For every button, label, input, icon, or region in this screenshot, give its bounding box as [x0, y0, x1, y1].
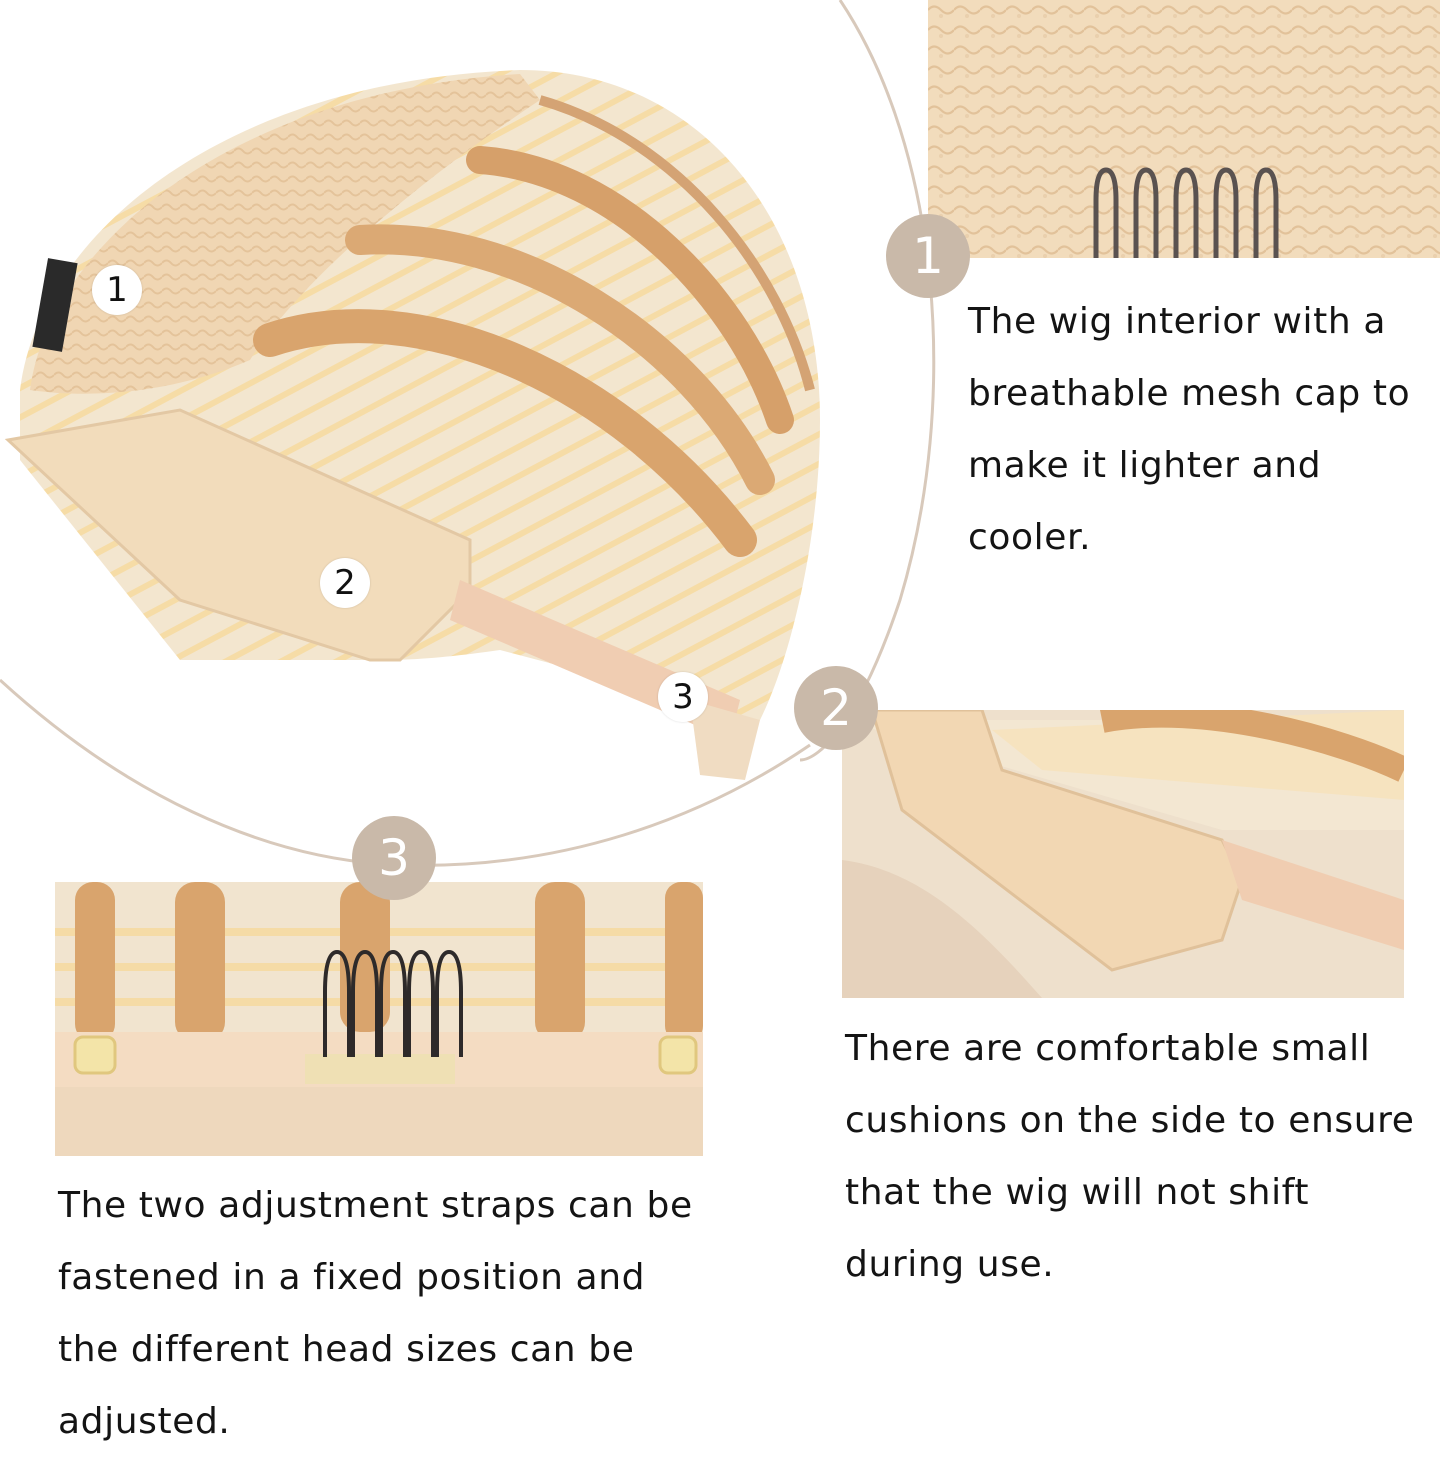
feature-2-photo	[842, 710, 1404, 998]
feature-3-badge: 3	[352, 816, 436, 900]
marker-1: 1	[92, 265, 142, 315]
feature-1-photo	[928, 0, 1440, 258]
marker-2: 2	[320, 558, 370, 608]
feature-3-description: The two adjustment straps can be fastene…	[58, 1185, 693, 1442]
feature-2-badge: 2	[794, 666, 878, 750]
feature-2-description: There are comfortable small cushions on …	[845, 1028, 1415, 1285]
feature-1-description: The wig interior with a breathable mesh …	[968, 301, 1411, 558]
wig-cap-image	[4, 70, 820, 780]
feature-1-badge: 1	[886, 214, 970, 298]
marker-3: 3	[658, 672, 708, 722]
feature-3-photo	[55, 882, 703, 1156]
